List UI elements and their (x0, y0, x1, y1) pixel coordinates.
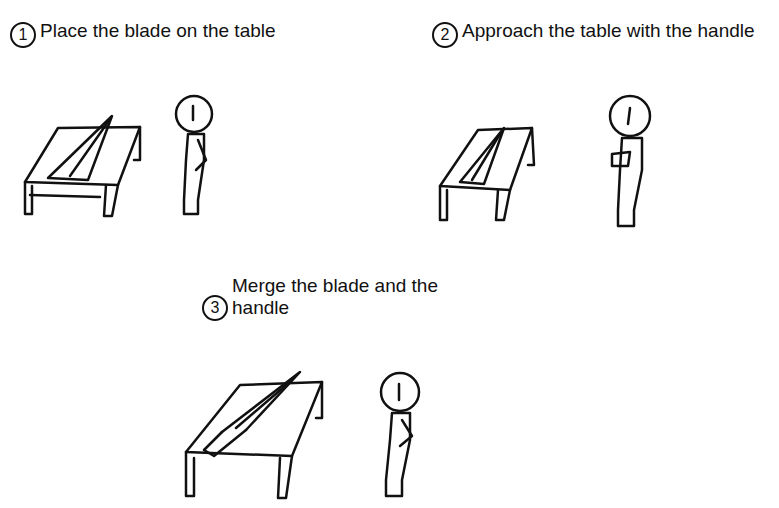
step-number: 3 (211, 300, 220, 316)
step-number: 1 (19, 27, 28, 43)
step-caption: Approach the table with the handle (462, 20, 762, 42)
table-drawing (186, 382, 322, 498)
table-drawing (440, 128, 534, 220)
person-figure (176, 96, 212, 214)
step-number: 2 (441, 27, 450, 43)
person-figure (381, 373, 419, 496)
step-circle: 2 (432, 22, 458, 48)
blade-drawing (460, 128, 504, 184)
table-drawing (25, 127, 140, 216)
step-circle: 3 (202, 295, 228, 321)
step-circle: 1 (10, 22, 36, 48)
merged-knife-drawing (204, 372, 300, 456)
blade-drawing (48, 116, 112, 180)
step-caption: Merge the blade and the handle (232, 275, 442, 319)
person-figure (610, 96, 650, 226)
step-caption: Place the blade on the table (40, 20, 340, 42)
